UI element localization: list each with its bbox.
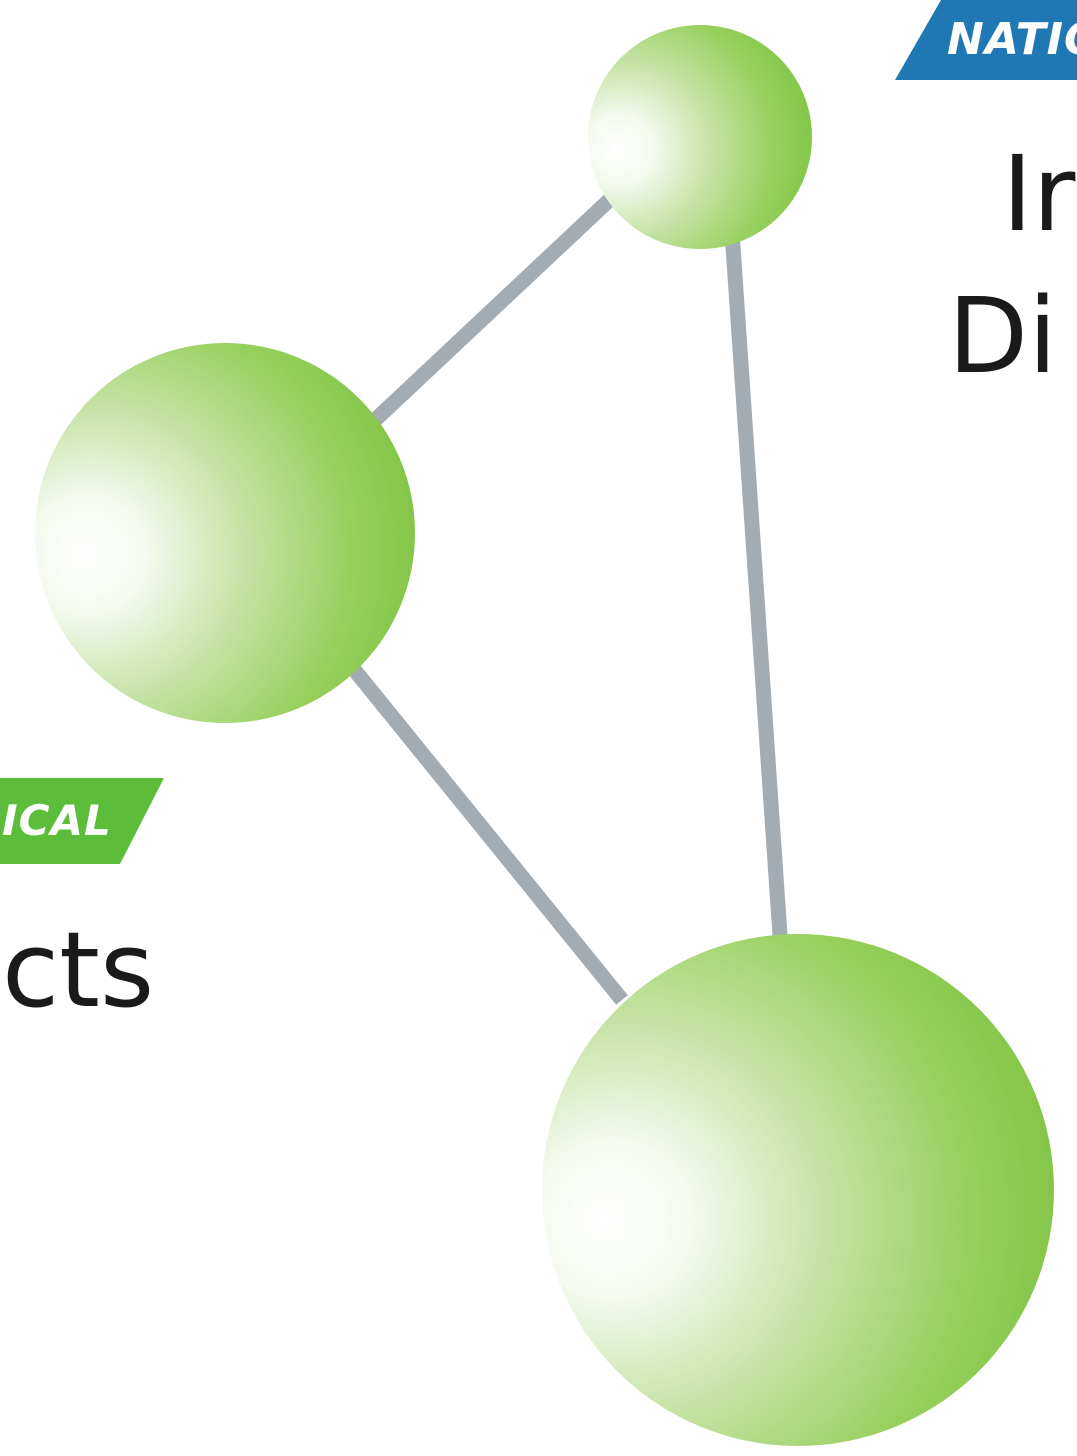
sphere-top (588, 25, 812, 249)
bond-top-to-bottom (724, 231, 788, 936)
sphere-bottom (542, 934, 1054, 1446)
sphere-middle (35, 343, 415, 723)
bond-top-to-middle (352, 184, 626, 442)
banner-shape (0, 778, 164, 864)
banner-label: NATIO (947, 14, 1077, 65)
banner-label: ICAL (2, 796, 112, 845)
heading-line-1: Ir (1002, 133, 1076, 255)
bond-middle-to-bottom (342, 657, 628, 1005)
heading-line-2: Di (948, 275, 1057, 397)
heading-left: cts (2, 909, 155, 1031)
banner-shape (895, 0, 1077, 80)
top-right-banner: NATIO (895, 0, 1077, 80)
left-banner: ICAL (0, 778, 164, 864)
